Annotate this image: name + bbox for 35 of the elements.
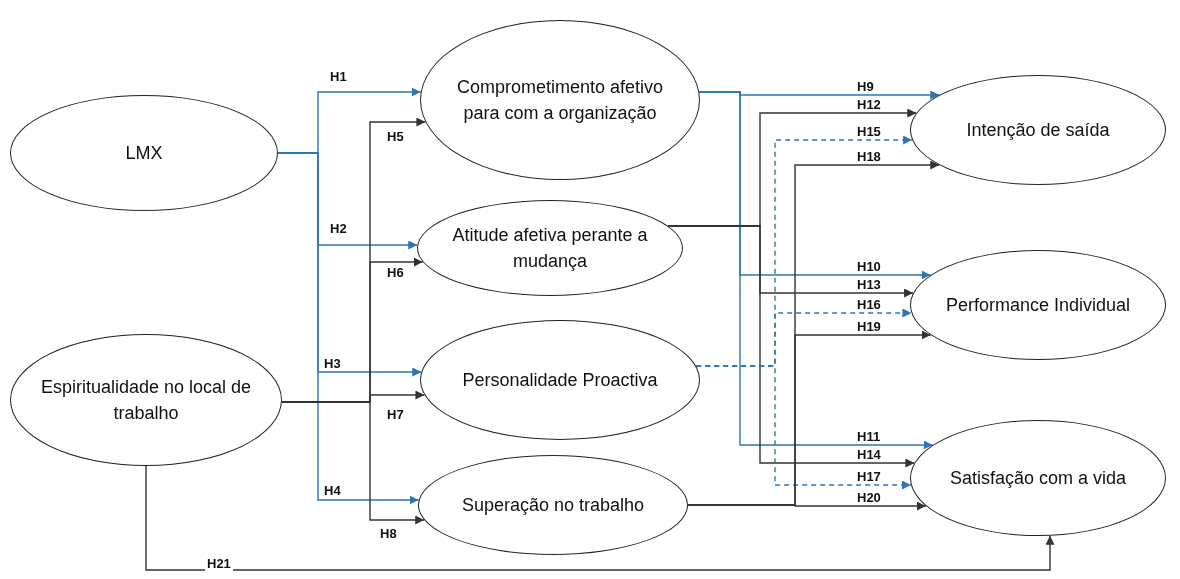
edge-label: H21: [205, 557, 233, 571]
edge-label: H12: [855, 98, 883, 112]
edge-label: H2: [328, 222, 349, 236]
node-label: Atitude afetiva perante a mudança: [451, 223, 649, 273]
edge-label: H17: [855, 470, 883, 484]
node-label: Superação no trabalho: [461, 493, 645, 517]
edge-label: H7: [385, 408, 406, 422]
arrow: [145, 465, 1055, 571]
edge-label: H6: [385, 266, 406, 280]
edge-label: H14: [855, 448, 883, 462]
arrow: [667, 225, 916, 468]
node-label: Comprometimento afetivo para com a organização: [455, 75, 665, 125]
edge-label: H5: [385, 130, 406, 144]
node-label: LMX: [125, 141, 163, 165]
node-label: Personalidade Proactiva: [462, 368, 658, 392]
edge-label: H13: [855, 278, 883, 292]
edge-label: H9: [855, 80, 876, 94]
node-label: Espiritualidade no local de trabalho: [39, 375, 253, 425]
edge-label: H20: [855, 491, 883, 505]
arrow: [687, 501, 927, 511]
edge-label: H10: [855, 260, 883, 274]
edge-label: H4: [322, 484, 343, 498]
edge-label: H15: [855, 125, 883, 139]
node-label: Performance Individual: [945, 293, 1131, 317]
edge-label: H1: [328, 70, 349, 84]
edge-label: H3: [322, 357, 343, 371]
arrow: [698, 91, 934, 450]
edge-label: H16: [855, 298, 883, 312]
edge-label: H19: [855, 320, 883, 334]
node-label: Satisfação com a vida: [949, 466, 1127, 490]
edge-label: H8: [378, 527, 399, 541]
edge-label: H11: [855, 430, 883, 444]
edge-label: H18: [855, 150, 883, 164]
arrow: [281, 401, 425, 525]
node-label: Intenção de saída: [966, 118, 1110, 142]
